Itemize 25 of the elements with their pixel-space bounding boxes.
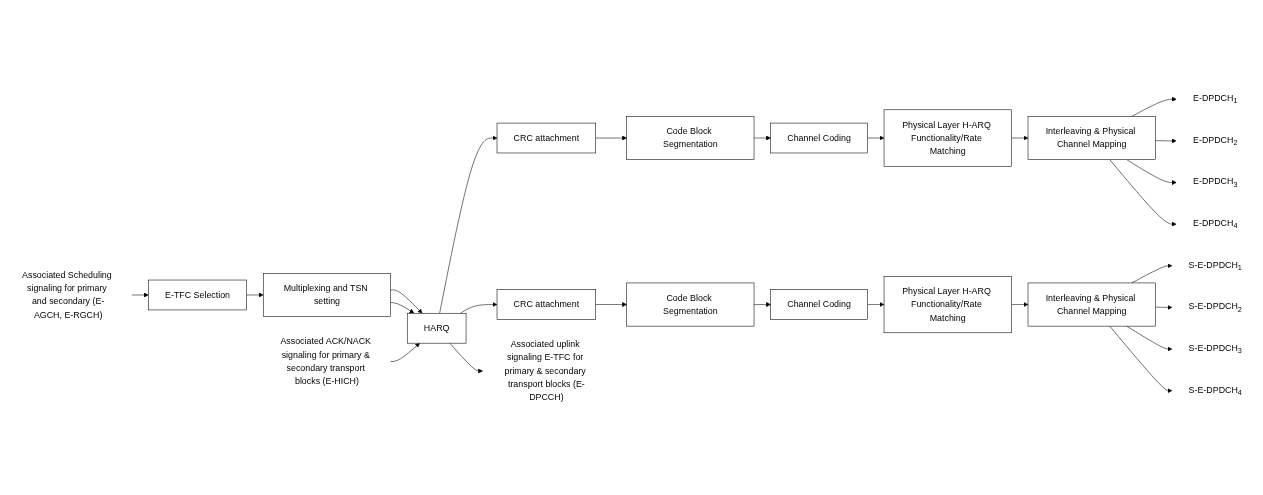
node-box — [496, 122, 596, 153]
node-text: S-E-DPDCH$_{1}$ — [1188, 259, 1242, 272]
node-text: Associated ACK/NACK signaling for primary & secondary transport blocks (E-HICH) — [280, 336, 372, 386]
node-box — [883, 275, 1012, 333]
node-box — [770, 288, 868, 320]
node-box — [1027, 282, 1156, 326]
node-box — [883, 109, 1012, 167]
node-text: E-DPDCH$_{3}$ — [1193, 176, 1238, 188]
node-box — [406, 312, 467, 343]
node-box — [626, 115, 755, 160]
node-text: E-DPDCH$_{2}$ — [1193, 134, 1238, 147]
node-text: S-E-DPDCH$_{2}$ — [1188, 301, 1242, 313]
node-text: Associated Scheduling signaling for primary and secondary (E-AGCH, E-RGCH) — [22, 269, 112, 319]
flowchart-diagram: Multiplexing and TSN setting HARQ CRC attachment Code Block Segmentation Channel Coding Physical Layer H-ARQ Functionality/Rate Matching Interleaving & Physical Channel Mapping E-DPDCH$_{1}$ E-DPDCH$_{2}$ E-DPDCH$_{3}$ E-DPDCH$_{4}$ CRC attachment Code Block Segmentation Channel Coding Physical Layer H-ARQ Functionality/Rate Matching Interleaving & Physical Channel Mapping S-E-DPDCH$_{1}$ S-E-DPDCH$_{2}$ S-E-DPDCH$_{3}$ S-E-DPDCH$_{4}$ E-TFC Selection Associated uplink signaling E-TFC for primary & secondary transport blocks (E-DPCCH) Associated ACK/NACK signaling for primary & secondary transport blocks (E-HICH) Associated Scheduling signaling for primary and secondary (E-AGCH, E-RGCH) — [0, 78, 1263, 417]
node-text: Associated uplink signaling E-TFC for primary & secondary transport blocks (E-DPCCH) — [504, 338, 586, 402]
node-text: E-DPDCH$_{1}$ — [1193, 92, 1238, 105]
node-box — [626, 282, 755, 326]
node-box — [496, 288, 596, 320]
node-box — [148, 279, 247, 310]
node-box — [770, 122, 868, 153]
node-box — [263, 272, 391, 317]
node-text: E-DPDCH$_{4}$ — [1193, 217, 1238, 230]
node-box — [1027, 115, 1156, 160]
node-text: S-E-DPDCH$_{4}$ — [1188, 384, 1242, 397]
node-text: S-E-DPDCH$_{3}$ — [1188, 342, 1242, 355]
